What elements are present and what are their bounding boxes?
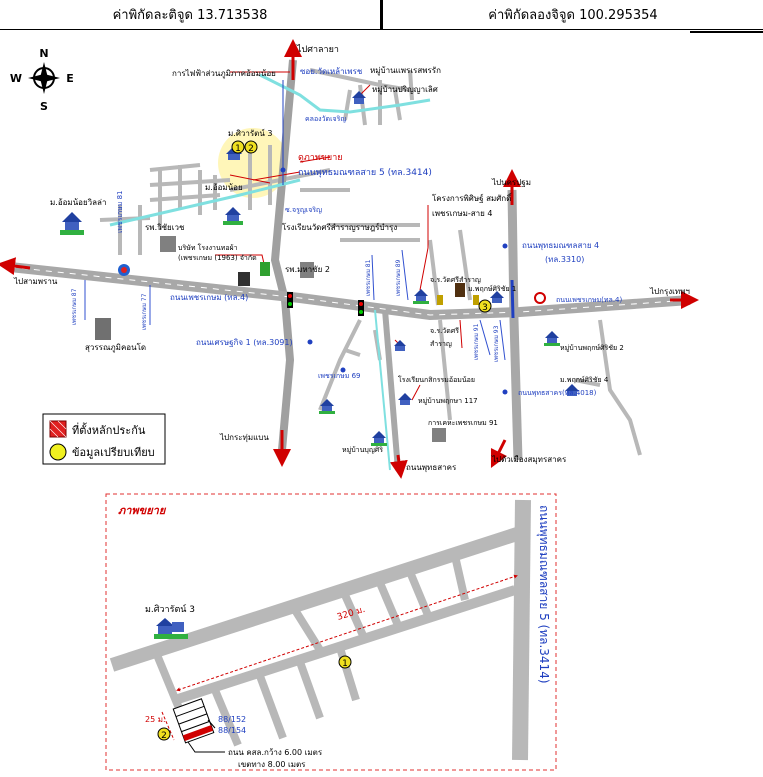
inset-zone-width: เขตทาง 8.00 เมตร bbox=[238, 760, 306, 769]
landmark-icon bbox=[534, 292, 546, 304]
label-om-noi-villa: ม.อ้อมน้อยวิลล่า bbox=[50, 198, 106, 207]
label-petchkasem-81: เพชรเกษม 81 bbox=[116, 190, 124, 233]
canal-south bbox=[109, 178, 301, 227]
label-petch-69: เพชรเกษม 69 bbox=[318, 372, 361, 380]
label-wat-sri: จ.ร.วัดศรีสำราญ bbox=[430, 276, 481, 284]
legend-subject: ที่ตั้งหลักประกัน bbox=[72, 422, 146, 437]
canal-north bbox=[259, 73, 431, 114]
label-m-phrueksa: ม.พฤกษ์ศิริชัย 1 bbox=[468, 285, 516, 293]
label-to-bangkok: ไปกรุงเทพฯ bbox=[649, 287, 690, 296]
label-soi-wat: ซอย.วัดเหล้าเพรช bbox=[300, 67, 363, 76]
latitude-label: ค่าพิกัดละติจูด 13.713538 bbox=[112, 8, 268, 23]
label-setthakit: ถนนเศรษฐกิจ 1 (ทล.3091) bbox=[196, 338, 293, 347]
label-canal: คลองวัดเจริญ bbox=[305, 115, 346, 123]
label-village-prinya: หมู่บ้านปริญญาเลิศ bbox=[372, 85, 438, 95]
inset-zoom-panel: ภาพขยาย ถนนพุทธมณฑลสาย 5 (ทล.3414) 320 ม… bbox=[105, 493, 557, 771]
label-wat-sri2: จ.ร.วัดศรี bbox=[430, 327, 459, 335]
label-zoom: ดูภาพขยาย bbox=[298, 153, 343, 163]
inset-marker-2: 2 bbox=[161, 731, 167, 741]
label-soi-87: เพชรเกษม 87 bbox=[71, 288, 78, 325]
inset-m-siwarat: ม.ศิวารัตน์ 3 bbox=[145, 603, 195, 615]
label-to-krathum: ไปกระทุ่มแบน bbox=[219, 433, 269, 442]
compass-w: W bbox=[10, 72, 22, 85]
label-village-117: หมู่บ้านพฤกษา 117 bbox=[418, 397, 478, 405]
label-company2: (เพชรเกษม (1963) จำกัด bbox=[178, 254, 257, 262]
inset-road-width: ถนน คสล.กว้าง 6.00 เมตร bbox=[228, 748, 323, 757]
label-school-om-noi: โรงเรียนกสิกรรมอ้อมน้อย bbox=[398, 375, 475, 384]
longitude-label: ค่าพิกัดลองจิจูด 100.295354 bbox=[488, 8, 658, 23]
label-phutthamonthon-4: ถนนพุทธมณฑลสาย 4 bbox=[522, 241, 599, 250]
road-phutthasakhon bbox=[382, 309, 401, 471]
arrow-to-sam-phran bbox=[0, 257, 31, 276]
label-to-sam-phran: ไปสามพราน bbox=[13, 277, 58, 286]
label-phutthamonthon-5: ถนนพุทธมณฑลสาย 5 (ทล.3414) bbox=[298, 168, 432, 178]
map-labels: ไปศาลายา การไฟฟ้าส่วนภูมิภาคอ้อมน้อย ซอย… bbox=[13, 44, 690, 472]
label-m-phruek4: ม.พฤกษ์ศิริชัย 4 bbox=[560, 376, 609, 384]
label-village-bunsiri: หมู่บ้านบุญศิริ bbox=[342, 446, 383, 454]
comparable-markers: 1 2 3 bbox=[231, 140, 492, 313]
coordinate-bar: ค่าพิกัดละติจูด 13.713538 ค่าพิกัดลองจิจ… bbox=[0, 0, 763, 30]
label-soi-89: เพชรเกษม 89 bbox=[395, 259, 402, 296]
label-phutthasakhon-4018: ถนนพุทธสาคร(ทล.4018) bbox=[518, 389, 597, 397]
marker-3: 3 bbox=[482, 303, 488, 313]
label-hosp-vichaivej: รพ.วิชัยเวช bbox=[145, 223, 185, 232]
road-phutthamonthon-5 bbox=[270, 59, 297, 451]
inset-title: ภาพขยาย bbox=[118, 504, 167, 517]
label-phutthasakhon: ถนนพุทธสาคร bbox=[406, 463, 457, 472]
traffic-lights bbox=[287, 292, 364, 316]
label-suwannaphum: สุวรรณภูมิคอนโด bbox=[85, 342, 146, 353]
label-to-sala-ya: ไปศาลายา bbox=[296, 44, 339, 55]
label-soi-77: เพชรเกษม 77 bbox=[141, 293, 148, 330]
building-icons bbox=[95, 236, 479, 442]
label-company: บริษัท โรงงานทอผ้า bbox=[178, 243, 238, 252]
label-m-siwarat: ม.ศิวารัตน์ 3 bbox=[228, 128, 272, 138]
marker-2: 2 bbox=[248, 144, 254, 154]
inset-plot-2: 88/154 bbox=[218, 726, 246, 735]
label-petchkasem-right: ถนนเพชรเกษม(ทล.4) bbox=[556, 296, 622, 304]
inset-plot-1: 88/152 bbox=[218, 715, 246, 724]
label-soi-91: เพชรเกษม 91 bbox=[473, 323, 480, 360]
marker-1: 1 bbox=[235, 144, 241, 154]
label-electricity: การไฟฟ้าส่วนภูมิภาคอ้อมน้อย bbox=[172, 69, 276, 79]
arrow-to-samut-sakhon bbox=[490, 439, 508, 469]
label-hosp-mahachai: รพ.มหาชัย 2 bbox=[285, 265, 330, 274]
label-kaset: การเคหะเพชรเกษม 91 bbox=[428, 419, 498, 427]
label-school-wat: โรงเรียนวัดศรีสำราญราษฎร์บำรุง bbox=[282, 222, 397, 232]
label-petchkasem: ถนนเพชรเกษม (ทล.4) bbox=[170, 293, 248, 302]
road-petchkasem bbox=[9, 262, 691, 321]
compass-rose: N S E W bbox=[10, 47, 74, 113]
compass-e: E bbox=[66, 72, 74, 85]
legend-comparable: ข้อมูลเปรียบเทียบ bbox=[72, 446, 155, 459]
coordinate-underline bbox=[690, 31, 763, 33]
legend: ที่ตั้งหลักประกัน ข้อมูลเปรียบเทียบ bbox=[42, 413, 166, 465]
label-village-khae: หมู่บ้านแพรเรสพรรัก bbox=[370, 66, 441, 76]
label-samran: สำราญ bbox=[430, 340, 452, 348]
inset-distance-25: 25 ม. bbox=[145, 715, 166, 724]
label-tl-3310: (ทล.3310) bbox=[545, 255, 584, 264]
label-soi-81b: เพชรเกษม 81 bbox=[365, 259, 372, 296]
compass-n: N bbox=[39, 47, 48, 60]
label-to-nakhon-pathom: ไปนครปฐม bbox=[491, 178, 531, 187]
label-petchkasem-soi4: เพชรเกษม-สาย 4 bbox=[432, 209, 492, 218]
label-project: โครงการพิศิษฐ์ สมศักดิ์ bbox=[432, 192, 513, 203]
inset-road-label: ถนนพุทธมณฑลสาย 5 (ทล.3414) bbox=[536, 505, 551, 684]
label-m-om-noi: ม.อ้อมน้อย bbox=[205, 183, 243, 192]
compass-s: S bbox=[40, 100, 48, 113]
label-soi-93: เพชรเกษม 93 bbox=[493, 325, 500, 362]
inset-marker-1: 1 bbox=[342, 659, 348, 669]
label-to-samut-sakhon: ไปตัวเมืองสมุทรสาคร bbox=[491, 455, 567, 464]
label-village-phruek2: หมู่บ้านพฤกษ์ศิริชัย 2 bbox=[560, 344, 624, 352]
village-icons bbox=[60, 91, 579, 446]
coordinate-divider bbox=[380, 0, 383, 29]
road-phutthamonthon-4 bbox=[507, 189, 523, 461]
label-soi-charoen: ซ.จรูญเจริญ bbox=[285, 206, 322, 214]
